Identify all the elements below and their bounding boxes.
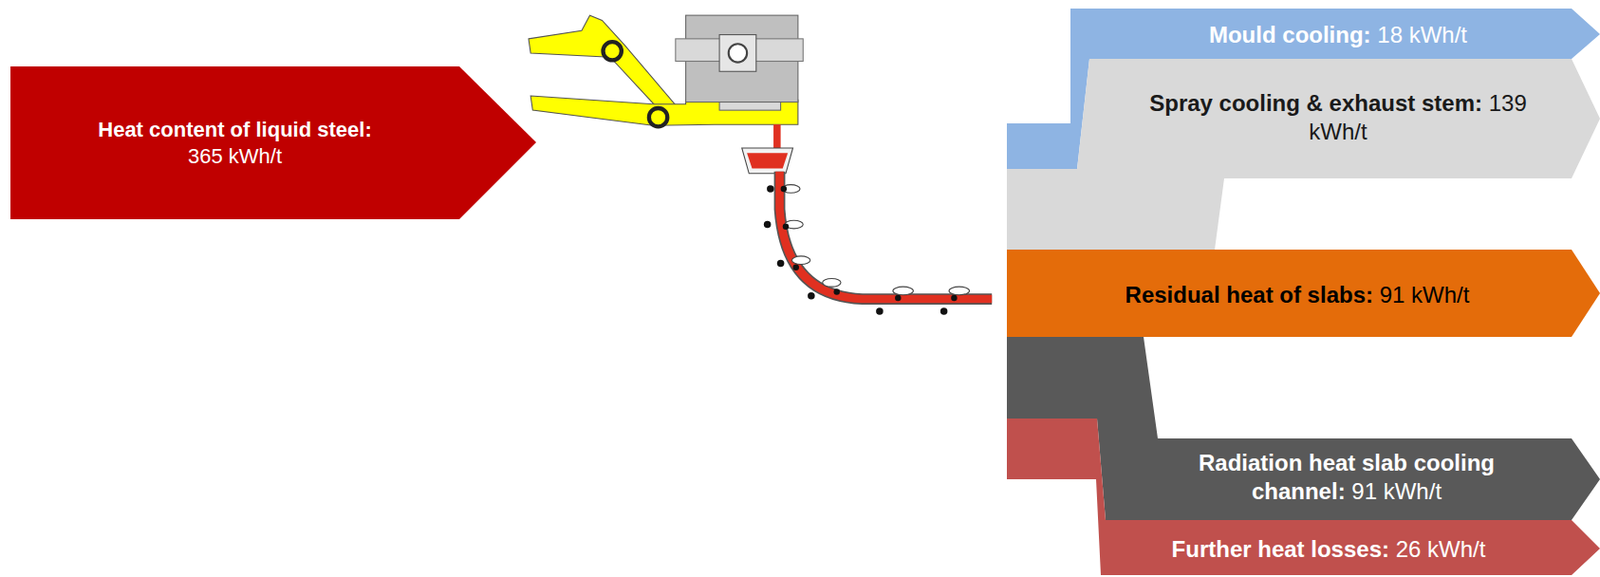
text-group: Radiation heat slab cooling channel:91 k… [1137, 448, 1556, 506]
arrow-shape [10, 66, 537, 220]
flow-value: 365 kWh/t [10, 143, 460, 170]
flow-name: Mould cooling: [1209, 21, 1372, 48]
flow-name: Heat content of liquid steel: [10, 116, 460, 144]
pivot [649, 108, 668, 127]
text-group: Mould cooling:18 kWh/t [1091, 20, 1585, 50]
text-group: Residual heat of slabs:91 kWh/t [1017, 280, 1578, 310]
further-band-label: Further heat losses:26 kWh/t [1100, 535, 1557, 564]
mould-band-label: Mould cooling:18 kWh/t [1091, 20, 1585, 50]
text-group: Further heat losses:26 kWh/t [1100, 535, 1557, 564]
roll-axles [763, 185, 958, 316]
tundish [742, 148, 794, 174]
flow-name: Further heat losses: [1172, 536, 1390, 562]
ladle-plate [719, 35, 757, 73]
text-group: Spray cooling & exhaust stem:139 kWh/t [1148, 89, 1528, 147]
rolls [781, 185, 970, 296]
band-further [1006, 418, 1600, 576]
band-spray [1006, 58, 1600, 250]
ladle-base [719, 102, 782, 112]
flow-name: Residual heat of slabs: [1125, 281, 1374, 308]
flow-value: 18 kWh/t [1376, 21, 1468, 48]
shroud [773, 124, 782, 150]
flow-value: 91 kWh/t [1351, 478, 1442, 504]
input-arrow: Heat content of liquid steel:365 kWh/t [10, 66, 537, 220]
flow-name: Radiation heat slab cooling channel: [1198, 449, 1495, 504]
flow-name: Spray cooling & exhaust stem: [1149, 90, 1483, 116]
residual-band-label: Residual heat of slabs:91 kWh/t [1017, 280, 1578, 310]
strand [780, 171, 993, 299]
pivot [603, 41, 622, 60]
strand-shell [780, 171, 993, 299]
arrow-fill [10, 66, 537, 220]
ladle-pin [728, 43, 747, 62]
text-group: Heat content of liquid steel:365 kWh/t [10, 116, 460, 169]
caster-illustration [528, 15, 992, 316]
radiation-band-label: Radiation heat slab cooling channel:91 k… [1137, 448, 1556, 506]
tundish-steel [746, 152, 788, 168]
flow-value: 26 kWh/t [1395, 536, 1487, 562]
band-residual [1006, 249, 1600, 337]
flow-value: 91 kWh/t [1379, 281, 1470, 308]
spray-band-label: Spray cooling & exhaust stem:139 kWh/t [1148, 89, 1528, 147]
